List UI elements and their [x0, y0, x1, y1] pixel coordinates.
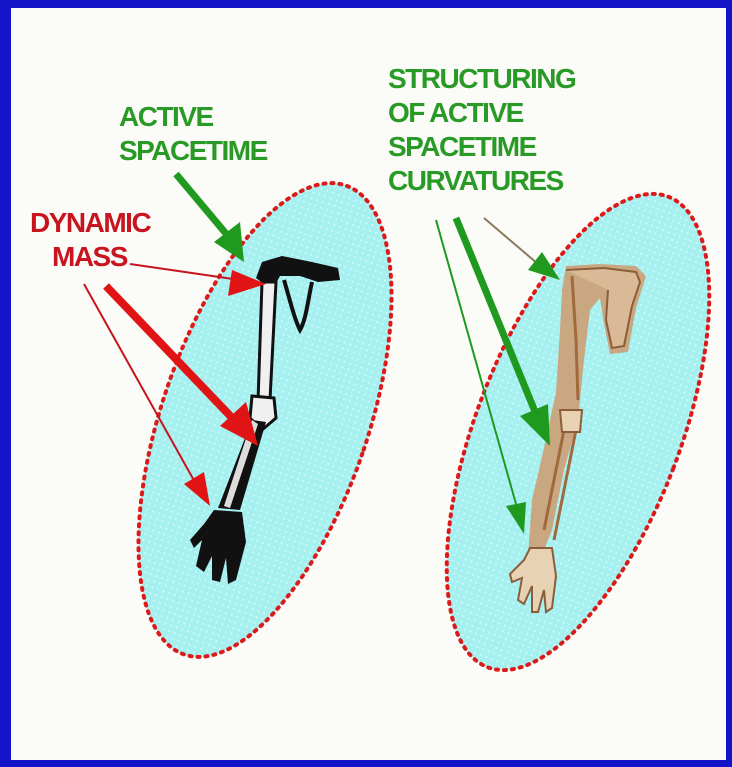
structuring-label: STRUCTURING OF ACTIVE SPACETIME CURVATUR…: [388, 62, 575, 198]
dynamic-mass-line-2: MASS: [30, 240, 150, 274]
green-thin-arrow-shoulder: [484, 218, 538, 264]
dynamic-mass-label: DYNAMIC MASS: [30, 206, 150, 274]
active-spacetime-line-1: ACTIVE: [119, 100, 267, 134]
green-arrow-active-spacetime: [176, 174, 228, 236]
structuring-line-1: STRUCTURING: [388, 62, 575, 96]
active-spacetime-line-2: SPACETIME: [119, 134, 267, 168]
structuring-line-3: SPACETIME: [388, 130, 575, 164]
structuring-line-4: CURVATURES: [388, 164, 575, 198]
active-spacetime-label: ACTIVE SPACETIME: [119, 100, 267, 168]
structuring-line-2: OF ACTIVE: [388, 96, 575, 130]
dynamic-mass-line-1: DYNAMIC: [30, 206, 150, 240]
